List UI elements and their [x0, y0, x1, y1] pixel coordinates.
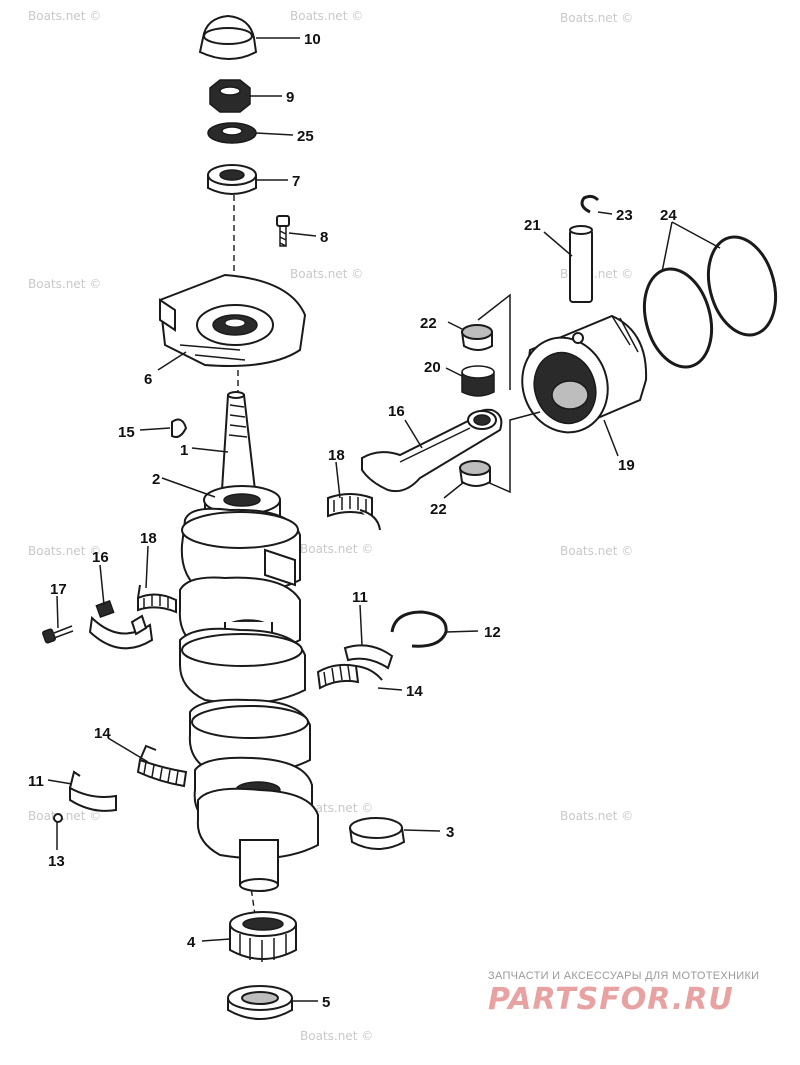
callout-13: 13: [48, 853, 65, 870]
watermark: Boats.net ©: [300, 1029, 373, 1043]
callout-16: 16: [388, 403, 405, 420]
watermark: Boats.net ©: [28, 544, 101, 558]
watermark: Boats.net ©: [560, 544, 633, 558]
callout-18: 18: [328, 447, 345, 464]
part-16-rod-cap: [88, 600, 154, 650]
callout-21: 21: [524, 217, 541, 234]
callout-14: 14: [94, 725, 111, 742]
part-19-piston: [521, 314, 648, 434]
part-20-needle-bearing: [461, 365, 495, 397]
callout-18: 18: [140, 530, 157, 547]
callout-22: 22: [420, 315, 437, 332]
watermark: Boats.net ©: [290, 9, 363, 23]
callout-19: 19: [618, 457, 635, 474]
callout-22: 22: [430, 501, 447, 518]
leader-lines: [47, 37, 721, 1002]
part-11-bearing-race: [69, 770, 117, 812]
callout-4: 4: [187, 934, 196, 951]
part-24-piston-rings: [642, 235, 778, 369]
assembly-bracket: [477, 293, 541, 494]
part-4-needle-bearing: [229, 911, 297, 962]
part-13-roller: [53, 813, 63, 823]
callout-6: 6: [144, 371, 152, 388]
part-14-bearing-cage: [136, 744, 188, 788]
part-15-key: [171, 418, 188, 438]
brand-logo[interactable]: PARTSFOR.RU: [488, 982, 734, 1017]
part-1-crankshaft: [178, 391, 319, 892]
part-17-bolt: [42, 625, 74, 644]
part-7-seal: [207, 164, 257, 195]
watermarks: Boats.net © Boats.net © Boats.net © Boat…: [28, 9, 633, 1043]
watermark: Boats.net ©: [290, 267, 363, 281]
watermark: Boats.net ©: [28, 277, 101, 291]
part-21-wrist-pin: [569, 225, 593, 303]
part-11-bearing-race: [343, 644, 394, 670]
callout-20: 20: [424, 359, 441, 376]
callout-24: 24: [660, 207, 677, 224]
watermark: Boats.net ©: [28, 809, 101, 823]
brand-tagline: ЗАПЧАСТИ И АКСЕССУАРЫ ДЛЯ МОТОТЕХНИКИ: [488, 970, 760, 982]
callout-15: 15: [118, 424, 135, 441]
callout-7: 7: [292, 173, 300, 190]
part-6-end-cap: [158, 273, 307, 367]
watermark: Boats.net ©: [560, 11, 633, 25]
part-18-bearing-cage: [137, 584, 177, 614]
part-16-connecting-rod: [361, 408, 503, 493]
callout-25: 25: [297, 128, 314, 145]
watermark: Boats.net ©: [560, 809, 633, 823]
callout-17: 17: [50, 581, 67, 598]
part-12-retaining-ring: [390, 610, 448, 648]
part-18-bearing-cage: [327, 493, 381, 531]
callout-3: 3: [446, 824, 454, 841]
callout-2: 2: [152, 471, 160, 488]
callout-9: 9: [286, 89, 294, 106]
part-9-nut: [209, 79, 251, 113]
callout-1: 1: [180, 442, 188, 459]
callout-23: 23: [616, 207, 633, 224]
callout-14: 14: [406, 683, 423, 700]
callout-10: 10: [304, 31, 321, 48]
part-14-bearing-cage: [316, 663, 383, 690]
part-10-cap: [198, 14, 258, 60]
part-22-thrust-washer: [461, 324, 493, 351]
callout-5: 5: [322, 994, 330, 1011]
part-22-thrust-washer: [459, 460, 491, 487]
watermark: Boats.net ©: [300, 542, 373, 556]
part-8-screw: [276, 215, 290, 247]
callout-11: 11: [28, 773, 44, 790]
callout-16: 16: [92, 549, 109, 566]
part-5-seal: [227, 985, 293, 1020]
callout-8: 8: [320, 229, 328, 246]
watermark: Boats.net ©: [28, 9, 101, 23]
watermark: Boats.net ©: [300, 801, 373, 815]
callout-12: 12: [484, 624, 501, 641]
part-23-retaining-clip: [580, 194, 600, 214]
callout-11: 11: [352, 589, 368, 606]
callout-labels: 10 9 25 7 8 6 15 1 2 18 18 16 17 11 12 1…: [28, 31, 677, 1011]
part-25-washer: [207, 122, 257, 144]
part-3-seal-ring: [349, 817, 406, 850]
